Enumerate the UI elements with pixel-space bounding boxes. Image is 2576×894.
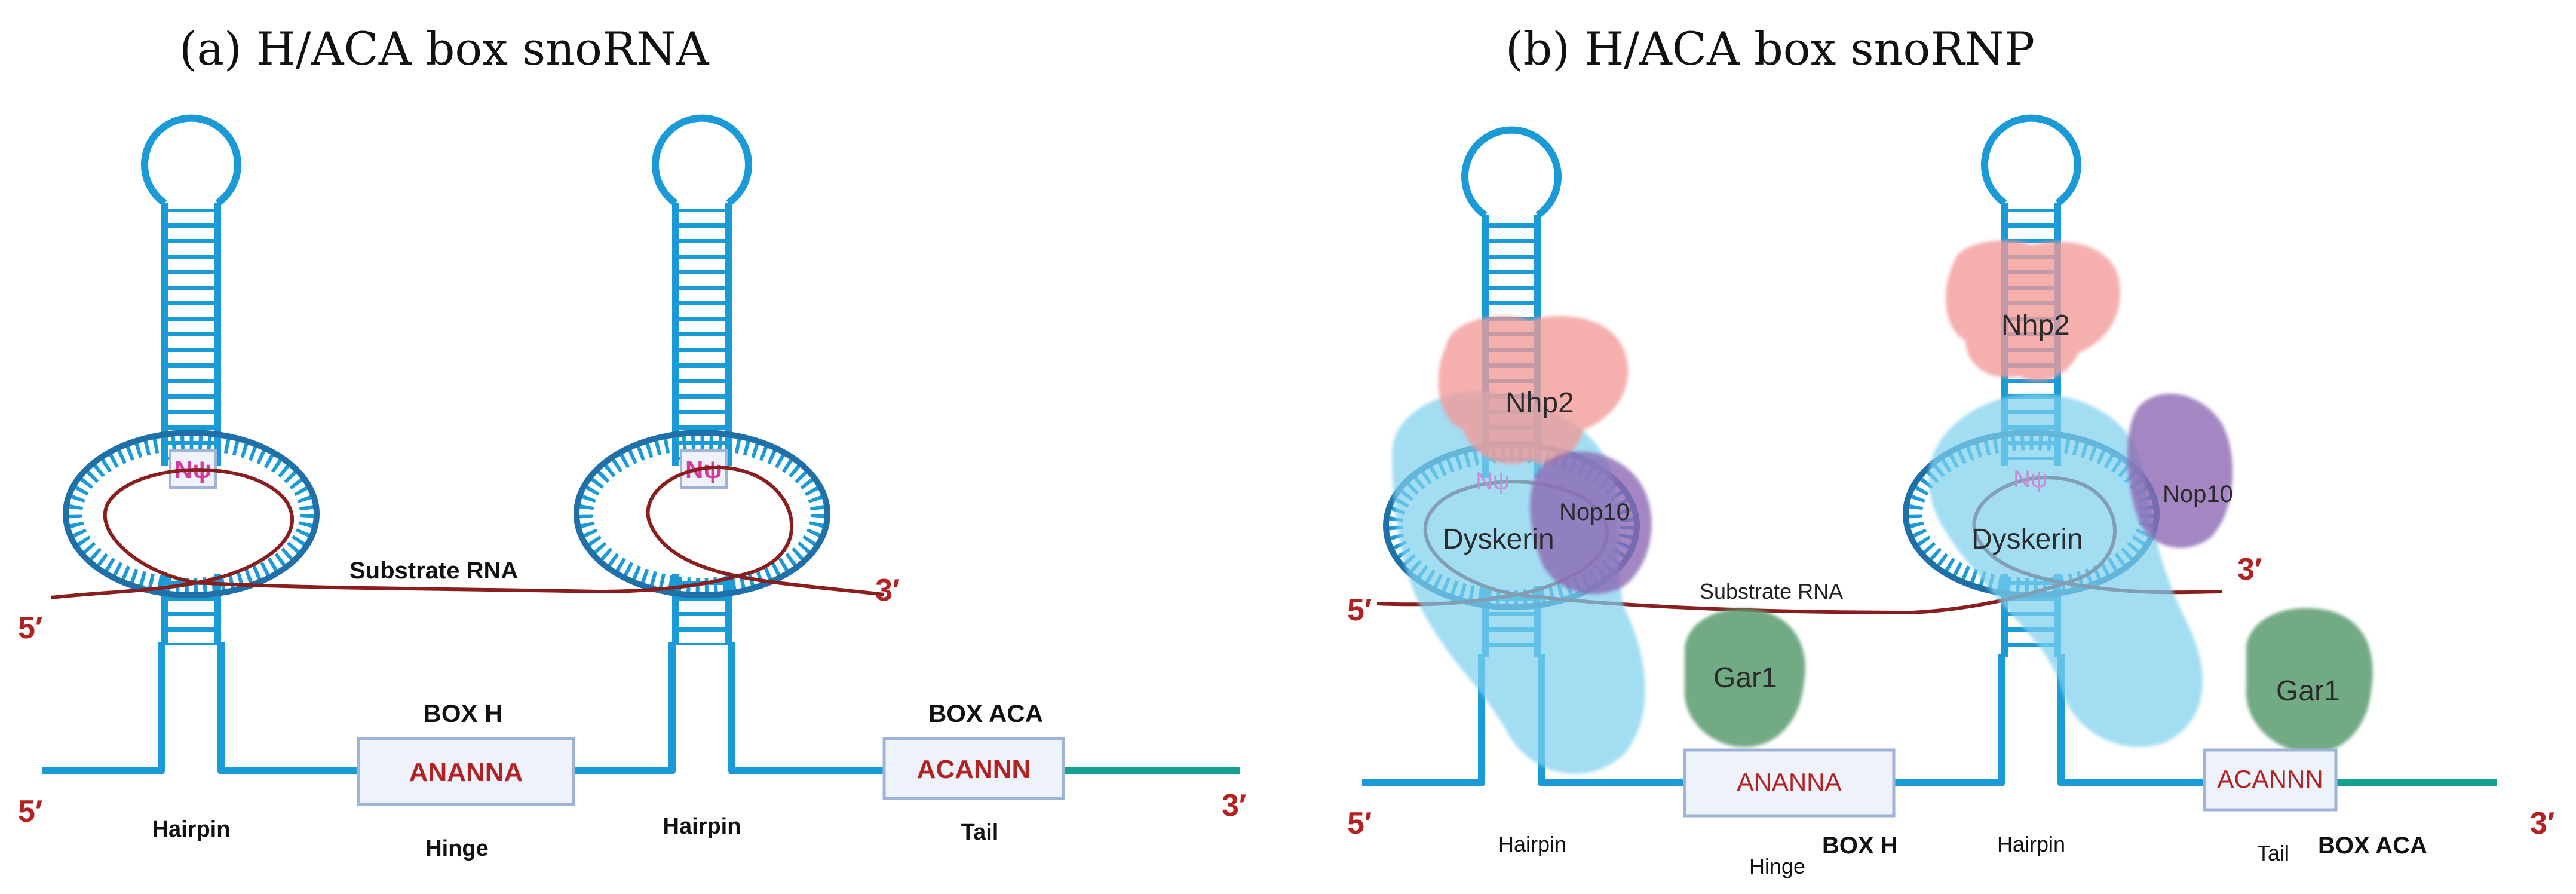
snornp-5prime-label: 5′ (1347, 806, 1372, 841)
snornp-hairpin-left-label: Hairpin (1498, 832, 1566, 856)
box-aca-title: BOX ACA (928, 699, 1043, 727)
panel-b-title: (b) H/ACA box snoRNP (1505, 22, 2035, 75)
dyskerin-label-left: Dyskerin (1443, 523, 1554, 555)
panel-a: (a) H/ACA box snoRNA Nψ (18, 22, 1246, 861)
snornp-box-h-frame (1683, 748, 1896, 818)
box-aca-sequence: ACANNN (917, 755, 1031, 784)
nhp2-label-right: Nhp2 (2001, 310, 2070, 341)
snornp-box-h-sequence: ANANNA (1737, 768, 1841, 796)
substrate-rna-strand (50, 466, 885, 599)
box-h-frame (357, 737, 575, 806)
snornp-3prime-label: 3′ (2530, 806, 2554, 841)
pseudouridine-label-right-b: Nψ (2013, 466, 2047, 492)
snornp-hinge-label: Hinge (1749, 854, 1805, 878)
box-h-title: BOX H (423, 699, 502, 727)
box-aca-frame (882, 737, 1065, 800)
dyskerin-label-right: Dyskerin (1971, 523, 2083, 555)
snornp-backbone (1362, 654, 2497, 786)
nhp2-left (1438, 316, 1629, 464)
snornp-hairpin-right-label: Hairpin (1997, 832, 2065, 856)
gar1-label-right: Gar1 (2276, 675, 2340, 707)
substrate-3prime-label: 3′ (875, 573, 900, 608)
snornp-box-aca-frame (2203, 748, 2338, 812)
nop10-label-right: Nop10 (2163, 481, 2233, 507)
snornp-substrate-5prime-label: 5′ (1347, 593, 1372, 627)
panel-b: (b) H/ACA box snoRNP (1347, 22, 2554, 878)
snornp-box-h-title: BOX H (1822, 832, 1898, 859)
snorna-backbone (42, 642, 1240, 774)
nhp2-right (1945, 240, 2120, 381)
snornp-tail-label: Tail (2257, 841, 2289, 865)
nhp2-label-left: Nhp2 (1505, 387, 1574, 419)
hinge-label: Hinge (425, 836, 489, 861)
box-h-sequence: ANANNA (409, 758, 523, 787)
gar1-label-left: Gar1 (1713, 662, 1777, 694)
snornp-box-aca-sequence: ACANNN (2217, 765, 2323, 793)
snorna-5prime-label: 5′ (18, 794, 42, 829)
pseudouridine-label-left-b: Nψ (1476, 468, 1510, 494)
snornp-substrate-rna-label: Substrate RNA (1700, 579, 1843, 604)
gar1-right (2246, 608, 2373, 753)
hairpin-right-label: Hairpin (663, 814, 741, 839)
nop10-right (2127, 393, 2233, 548)
panel-a-title: (a) H/ACA box snoRNA (179, 22, 710, 75)
substrate-5prime-label: 5′ (18, 611, 42, 645)
tail-label: Tail (961, 820, 999, 845)
snorna-3prime-label: 3′ (1222, 788, 1246, 823)
snornp-box-aca-title: BOX ACA (2318, 832, 2427, 859)
nop10-left (1530, 451, 1652, 595)
substrate-rna-label: Substrate RNA (349, 558, 518, 584)
hairpin-stem-left (141, 114, 241, 645)
hairpin-left-label: Hairpin (152, 817, 231, 842)
nop10-label-left: Nop10 (1559, 499, 1630, 525)
snornp-substrate-3prime-label: 3′ (2237, 552, 2262, 587)
gar1-left (1684, 608, 1805, 747)
